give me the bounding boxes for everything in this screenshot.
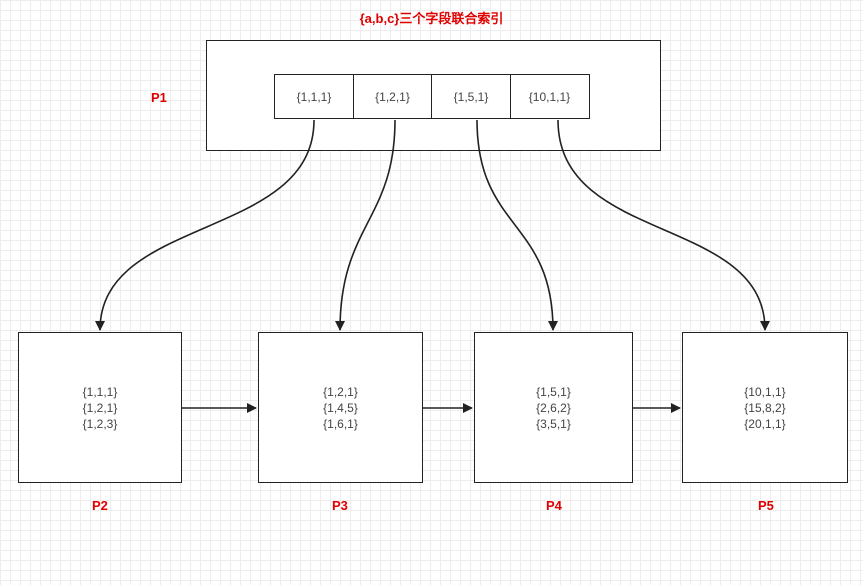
root-key: {10,1,1} <box>509 74 590 119</box>
root-key: {1,5,1} <box>431 74 511 119</box>
leaf-page-label-p2: P2 <box>92 498 108 513</box>
leaf-page-label-p5: P5 <box>758 498 774 513</box>
leaf-row: {1,1,1} <box>82 384 118 399</box>
leaf-row: {15,8,2} <box>744 400 786 415</box>
leaf-row: {2,6,2} <box>536 400 571 415</box>
root-key: {1,2,1} <box>352 74 433 119</box>
leaf-row: {1,2,3} <box>82 416 118 431</box>
root-page-label: P1 <box>151 90 167 105</box>
leaf-row: {1,5,1} <box>536 384 571 399</box>
leaf-row: {20,1,1} <box>744 416 786 431</box>
diagram-title: {a,b,c}三个字段联合索引 <box>359 11 504 26</box>
leaf-row: {10,1,1} <box>744 384 786 399</box>
leaf-page-label-p3: P3 <box>332 498 348 513</box>
root-key-row: {1,1,1} {1,2,1} {1,5,1} {10,1,1} <box>274 74 590 119</box>
leaf-page-p2: {1,1,1} {1,2,1} {1,2,3} <box>18 332 182 483</box>
leaf-row: {1,2,1} <box>82 400 118 415</box>
leaf-row: {3,5,1} <box>536 416 571 431</box>
pointer-arrow-p4 <box>476 119 558 331</box>
pointer-arrow-p3 <box>335 119 396 331</box>
leaf-page-p4: {1,5,1} {2,6,2} {3,5,1} <box>474 332 633 483</box>
pointer-arrow-p2 <box>95 119 315 331</box>
leaf-page-p5: {10,1,1} {15,8,2} {20,1,1} <box>682 332 848 483</box>
leaf-page-label-p4: P4 <box>546 498 562 513</box>
leaf-row: {1,4,5} <box>323 400 358 415</box>
pointer-arrow-p5 <box>557 119 770 331</box>
leaf-row: {1,6,1} <box>323 416 358 431</box>
leaf-row: {1,2,1} <box>323 384 358 399</box>
leaf-page-p3: {1,2,1} {1,4,5} {1,6,1} <box>258 332 423 483</box>
